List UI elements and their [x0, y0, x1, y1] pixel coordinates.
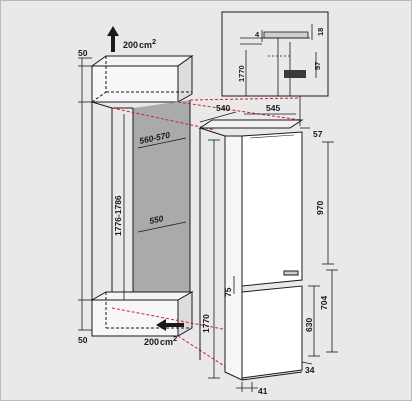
airflow-bottom-arrow — [156, 319, 184, 331]
base-width-label: 41 — [258, 386, 268, 396]
niche-width-line — [137, 221, 187, 233]
total-height-label: 1770 — [201, 314, 211, 333]
appliance — [198, 119, 304, 381]
airflow-bottom-label: 200cm2 — [144, 334, 177, 347]
niche-cabinet — [90, 55, 194, 337]
detail-dimensions — [245, 24, 317, 96]
door-offset-label: 57 — [313, 129, 323, 139]
detail-inset — [221, 11, 329, 97]
appliance-left-dimensions — [208, 139, 235, 379]
lower-door-label: 630 — [304, 318, 314, 332]
hinge-gap-label: 75 — [223, 287, 233, 297]
airflow-top-arrow — [107, 26, 119, 52]
niche-height-label: 1776-1786 — [113, 195, 123, 236]
detail-height-label: 1770 — [237, 65, 246, 82]
airflow-top-label: 200cm2 — [123, 37, 156, 50]
detail-thickness-label: 18 — [316, 28, 325, 36]
lower-section-label: 704 — [319, 296, 329, 310]
appliance-right-dimensions — [301, 141, 338, 365]
appliance-width-label: 545 — [266, 103, 280, 113]
niche-top-gap: 50 — [78, 48, 88, 58]
appliance-depth-label: 540 — [216, 103, 230, 113]
niche-height-dimension — [78, 57, 92, 331]
upper-door-label: 970 — [315, 201, 325, 215]
detail-gap-label: 4 — [255, 30, 260, 39]
niche-depth-line — [137, 137, 187, 149]
detail-offset-label: 57 — [313, 62, 322, 70]
base-width-dimension — [236, 382, 258, 392]
appliance-top-dimensions — [199, 111, 310, 129]
bottom-offset-label: 34 — [305, 365, 315, 375]
niche-bottom-gap: 50 — [78, 335, 88, 345]
niche-width-label: 550 — [148, 213, 164, 226]
